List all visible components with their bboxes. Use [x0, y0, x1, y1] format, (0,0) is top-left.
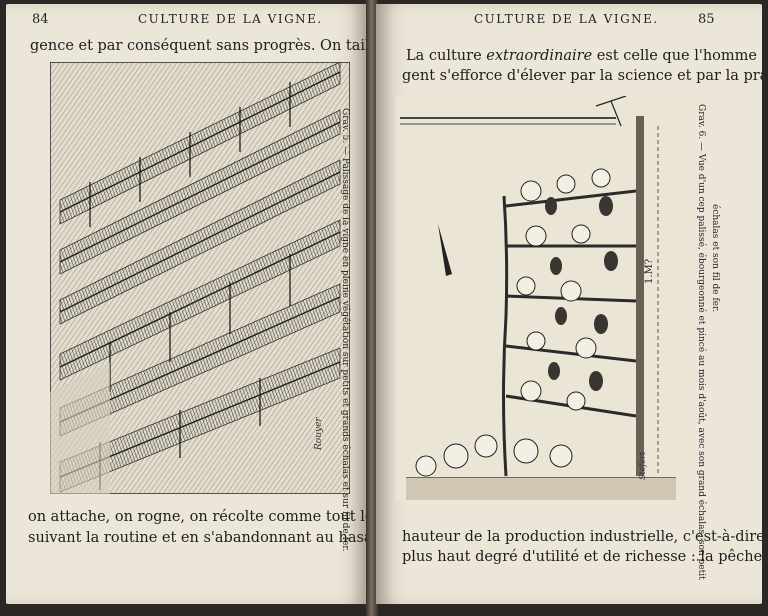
- text-run: est celle que l'homme intelli-: [596, 48, 762, 64]
- measure-label: 1.M?: [644, 258, 655, 284]
- right-text-bottom-line-2: plus haut degré d'utilité et de richesse…: [402, 549, 762, 565]
- figure-6-signature: Stefert: [638, 451, 647, 480]
- left-text-top: gence et par conséquent sans progrès. On…: [30, 38, 368, 54]
- text-run: La culture: [406, 48, 487, 64]
- right-page: CULTURE DE LA VIGNE. 85 La culture extra…: [376, 4, 762, 604]
- right-running-head: CULTURE DE LA VIGNE.: [474, 12, 659, 26]
- trained-vine-illustration: [396, 96, 696, 500]
- left-text-bottom-line-2: suivant la routine et en s'abandonnant a…: [28, 530, 368, 546]
- right-page-number: 85: [698, 12, 715, 27]
- engraving-trellis-rows: [50, 62, 350, 494]
- right-text-top-line-1: La culture extraordinaire est celle que …: [406, 48, 762, 64]
- engraving-trained-vine: [396, 96, 696, 500]
- book-gutter: [366, 0, 378, 616]
- left-page-number: 84: [32, 12, 49, 27]
- right-text-top-line-2: gent s'efforce d'élever par la science e…: [402, 68, 762, 84]
- figure-6-caption-line-2: échalas et son fil de fer.: [710, 204, 720, 313]
- right-text-bottom-line-1: hauteur de la production industrielle, c…: [402, 529, 762, 545]
- trellis-rows-illustration: [50, 62, 350, 494]
- left-running-head: CULTURE DE LA VIGNE.: [138, 12, 323, 26]
- left-page: 84 CULTURE DE LA VIGNE. gence et par con…: [6, 4, 368, 604]
- figure-5-signature: Rouyer: [314, 417, 324, 450]
- emphasis-run: extraordinaire: [486, 48, 593, 64]
- figure-5-caption: Grav. 5. — Palissage de la vigne en plei…: [340, 108, 350, 552]
- left-text-bottom-line-1: on attache, on rogne, on récolte comme t…: [28, 509, 368, 525]
- figure-6-caption-line-1: Grav. 6. — Vue d'un cep palissé, ébourge…: [696, 104, 706, 580]
